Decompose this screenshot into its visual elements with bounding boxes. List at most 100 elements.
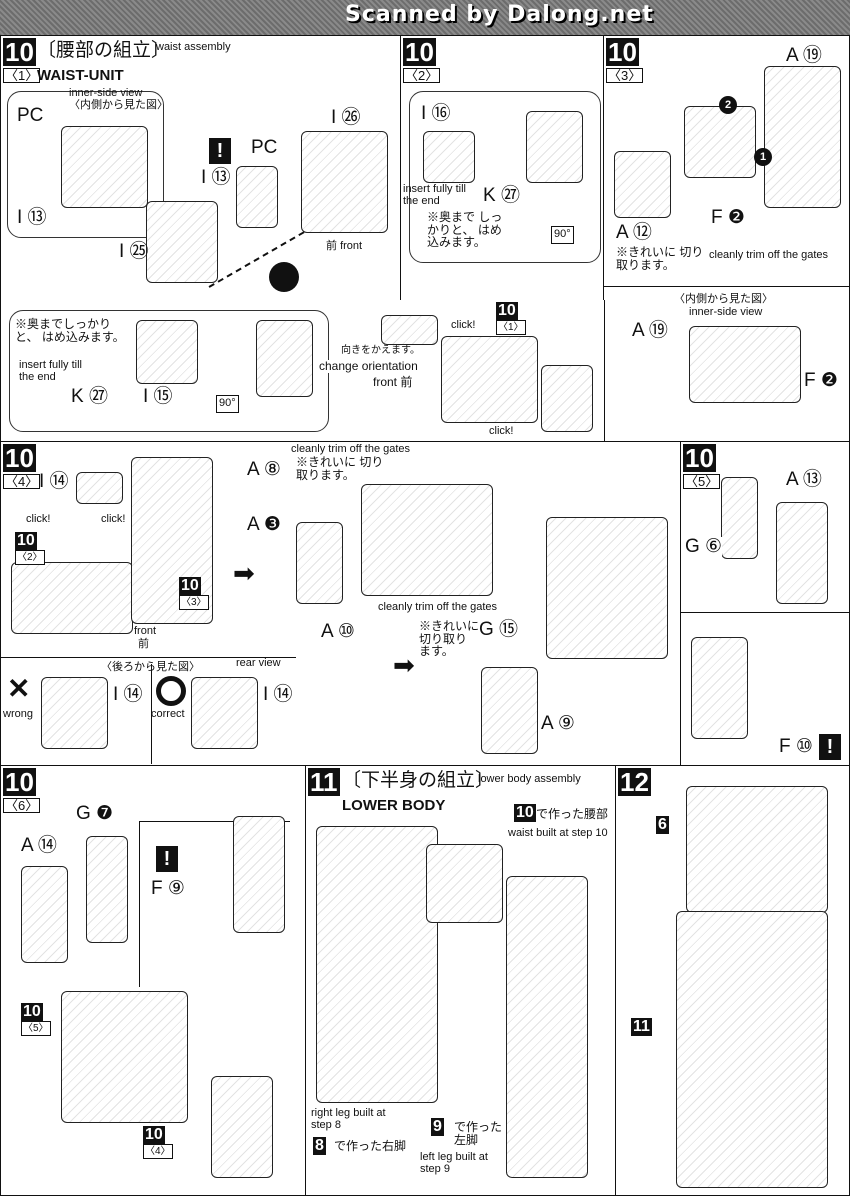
part-drawing <box>691 637 748 739</box>
inner-view-en: inner-side view <box>69 87 143 99</box>
label-i13: I ⑬ <box>17 207 47 228</box>
rear-view-jp: 〈後ろから見た図〉 <box>101 661 200 673</box>
part-drawing <box>541 365 593 432</box>
step-number: 12 <box>618 767 651 797</box>
front-label: front 前 <box>373 375 413 389</box>
part-drawing <box>61 991 188 1123</box>
waist-note-en: waist built at step 10 <box>508 827 608 840</box>
label-i14b: I ⑭ <box>263 684 293 705</box>
step-ref: 10 <box>496 302 518 320</box>
label-a19b: A ⑲ <box>632 320 668 341</box>
sub-step-ref: 〈5〉 <box>21 1021 51 1036</box>
panel-step-10-3: 10 〈3〉 A ⑲ 2 1 A ⑫ F ❷ ※きれいに 切り取ります。 cle… <box>603 35 850 443</box>
sub-step-ref: 〈1〉 <box>496 320 526 335</box>
title-en: waist assembly <box>156 41 231 53</box>
label-a9: A ⑨ <box>541 713 575 734</box>
insert-note-jp: ※奥までしっかりと、 はめ込みます。 <box>15 317 125 344</box>
step-ref: 10 <box>15 532 37 550</box>
part-drawing <box>211 1076 273 1178</box>
upper-body-drawing <box>686 786 828 913</box>
trim-note-jp: ※きれいに 切り取ります。 <box>296 456 386 482</box>
detail-inset <box>409 91 601 263</box>
front-label: 前 front <box>326 240 363 253</box>
label-a19: A ⑲ <box>786 45 822 66</box>
label-i14: I ⑭ <box>39 471 69 492</box>
part-drawing <box>684 106 756 178</box>
sub-step-ref: 〈2〉 <box>15 550 45 565</box>
step-ref: 8 <box>313 1137 326 1155</box>
part-drawing <box>546 517 668 659</box>
label-pc: PC <box>17 105 44 126</box>
pc-part-icon <box>269 262 299 292</box>
label-k27: K ㉗ <box>483 185 520 206</box>
label-i15: I ⑮ <box>143 386 173 407</box>
left-leg-drawing <box>506 876 588 1178</box>
part-drawing <box>526 111 583 183</box>
trim-note-jp: ※きれいに 切り取ります。 <box>616 246 706 272</box>
step-ref: 10 <box>21 1003 43 1021</box>
part-drawing <box>296 522 343 604</box>
label-f2b: F ❷ <box>804 370 838 391</box>
part-drawing <box>86 836 128 943</box>
part-drawing <box>233 816 285 933</box>
left-leg-note-jp: で作った 左脚 <box>454 1120 503 1147</box>
front-en: front <box>134 625 157 638</box>
sub-step: 〈1〉 <box>3 68 41 83</box>
label-a8: A ⑧ <box>247 459 281 480</box>
rear-view-en: rear view <box>236 657 281 669</box>
label-i16: I ⑯ <box>421 103 451 124</box>
right-leg-drawing <box>316 826 438 1103</box>
lower-body-drawing <box>676 911 828 1188</box>
correct-o-icon <box>156 676 186 706</box>
step-number: 10 <box>3 767 36 797</box>
part-drawing <box>146 201 218 283</box>
label-a10: A ⑩ <box>321 621 355 642</box>
order-2-icon: 2 <box>719 96 737 114</box>
part-drawing <box>441 336 538 423</box>
waist-note-jp: で作った腰部 <box>536 807 609 821</box>
part-drawing <box>301 131 388 233</box>
divider <box>1 657 296 658</box>
label-g7: G ❼ <box>76 803 114 824</box>
trim-note-en: cleanly trim off the gates <box>378 601 498 613</box>
trim-note-en: cleanly trim off the gates <box>291 443 411 455</box>
title-jp: 〔腰部の組立〕 <box>37 40 171 61</box>
click-label: click! <box>451 319 476 332</box>
click-label: click! <box>26 513 51 525</box>
panel-step-10-1: 10 〈1〉 〔腰部の組立〕 waist assembly WAIST-UNIT… <box>0 35 402 302</box>
part-drawing <box>423 131 475 183</box>
panel-step-10-2: 10 〈2〉 I ⑯ K ㉗ insert fully till the end… <box>400 35 605 302</box>
step-ref: 11 <box>631 1018 652 1036</box>
part-drawing <box>381 315 438 345</box>
step-ref: 6 <box>656 816 669 834</box>
panel-step-10-4: 10 〈4〉 I ⑭ click! click! 10 〈2〉 10 〈3〉 f… <box>0 441 682 767</box>
inner-view-en: inner-side view <box>689 306 763 318</box>
sub-step: 〈5〉 <box>683 474 721 489</box>
step-number: 10 <box>683 443 716 473</box>
step-number: 10 <box>3 443 36 473</box>
divider <box>604 286 849 287</box>
part-drawing <box>481 667 538 754</box>
label-pc-k: PC <box>251 137 278 158</box>
inner-view-jp: 〈内側から見た図〉 <box>674 293 773 305</box>
wrong-label: wrong <box>3 708 33 720</box>
part-drawing <box>614 151 671 218</box>
front-jp: 前 <box>138 638 149 651</box>
front-jp: 前 <box>326 240 337 252</box>
part-drawing <box>11 562 133 634</box>
divider <box>151 664 152 764</box>
heading: LOWER BODY <box>342 797 446 814</box>
label-a3: A ❸ <box>247 514 281 535</box>
insert-note-en: insert fully till the end <box>19 359 82 383</box>
inner-view-jp: 〈内側から見た図〉 <box>69 99 168 111</box>
insert-note-en: insert fully till the end <box>403 183 466 207</box>
title-jp: 〔下半身の組立〕 <box>342 770 495 791</box>
step-ref: 10 <box>514 804 536 822</box>
front-en: front <box>340 240 363 252</box>
trim-note-jp: ※きれいに 切り取り ます。 <box>419 619 480 659</box>
label-f2: F ❷ <box>711 207 745 228</box>
click-label: click! <box>489 425 514 438</box>
step-number: 10 <box>3 37 36 67</box>
next-arrow-icon: ➡ <box>393 650 415 680</box>
scan-credit: Scanned by Dalong.net <box>345 2 654 27</box>
